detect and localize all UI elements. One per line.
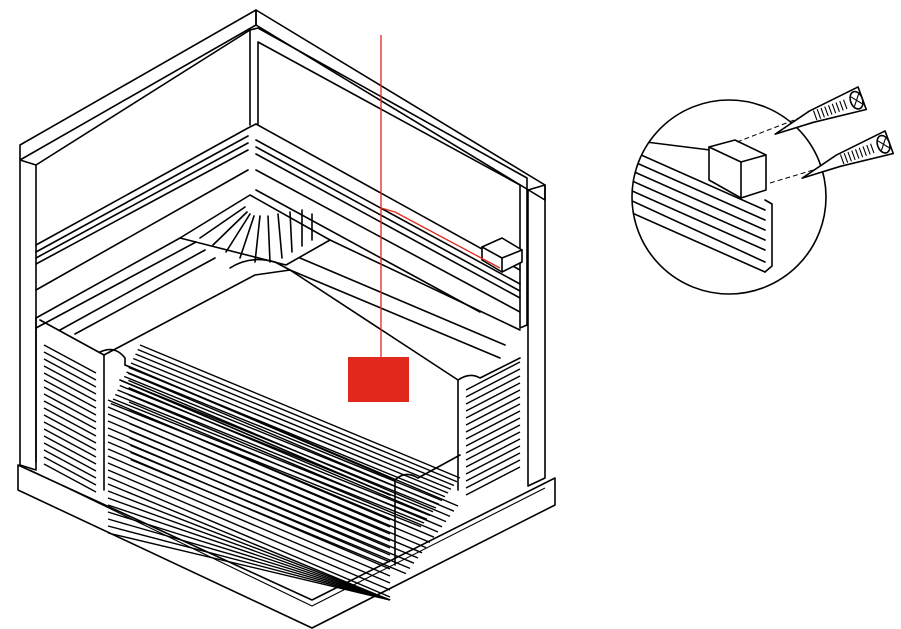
skirt-board	[465, 361, 521, 391]
right-bench-skirt	[465, 361, 521, 496]
lower-bench-edge	[124, 364, 396, 481]
detail-board-end	[764, 199, 773, 273]
lower-slat	[137, 348, 458, 483]
left-upper-frame	[35, 29, 251, 166]
left-bench-skirt	[43, 344, 97, 493]
skirt-board	[465, 382, 521, 412]
detail-circle	[631, 99, 827, 295]
screw-icon	[774, 86, 868, 135]
highlight-group	[348, 35, 501, 402]
skirt-board	[43, 386, 97, 416]
skirt-board	[465, 466, 521, 496]
floor-base-inner-line	[29, 469, 546, 607]
front-board	[107, 469, 391, 591]
skirt-board	[465, 375, 521, 405]
skirt-board	[43, 344, 97, 374]
front-board	[107, 441, 391, 563]
front-board	[107, 483, 391, 601]
screw-guide-line-1	[736, 111, 816, 143]
skirt-board	[43, 463, 97, 493]
skirt-board	[43, 449, 97, 479]
lower-slat	[135, 353, 455, 487]
sauna-corner-view	[17, 9, 556, 629]
lower-slat	[121, 380, 437, 509]
skirt-board	[43, 379, 97, 409]
front-board	[107, 511, 391, 601]
skirt-board	[43, 372, 97, 402]
front-board	[107, 399, 391, 521]
skirt-board	[43, 428, 97, 458]
front-board	[107, 455, 391, 577]
skirt-board	[465, 431, 521, 461]
skirt-board	[43, 442, 97, 472]
front-board	[107, 497, 391, 601]
skirt-board	[465, 452, 521, 482]
detail-mount-block	[708, 139, 767, 199]
screw-icon	[801, 130, 895, 179]
skirt-board	[43, 421, 97, 451]
detail-view	[631, 86, 895, 295]
front-board	[107, 490, 391, 601]
lower-slat	[126, 371, 443, 502]
upper-bench	[35, 237, 521, 359]
highlight-marker	[348, 357, 409, 402]
skirt-board	[465, 459, 521, 489]
lower-slat	[114, 393, 428, 520]
front-board	[107, 427, 391, 549]
lower-bench-edge-2	[119, 379, 391, 496]
leader-line-to-block	[380, 207, 501, 269]
left-wall-boards	[35, 123, 257, 291]
skirt-board	[43, 435, 97, 465]
front-board	[107, 532, 391, 601]
skirt-board	[465, 396, 521, 426]
skirt-board	[43, 407, 97, 437]
detail-wall-boards	[632, 149, 766, 273]
back-wall-inner-frame	[249, 27, 528, 329]
lower-slat	[112, 398, 425, 524]
lower-slat	[139, 344, 461, 479]
left-wall-frame	[19, 159, 37, 471]
front-board	[107, 525, 391, 601]
front-board	[107, 420, 391, 542]
lower-slat	[123, 375, 440, 505]
front-bench-skirt	[107, 399, 391, 601]
skirt-board	[465, 438, 521, 468]
skirt-board	[43, 456, 97, 486]
skirt-board	[465, 403, 521, 433]
skirt-board	[465, 410, 521, 440]
lower-slat	[117, 389, 431, 517]
floor-base	[17, 464, 556, 629]
corner-bench-fan	[179, 194, 331, 271]
lower-slat	[130, 362, 449, 494]
lower-slat	[110, 402, 422, 528]
skirt-board	[43, 365, 97, 395]
skirt-board	[465, 445, 521, 475]
lower-slat	[132, 357, 452, 490]
skirt-board	[465, 417, 521, 447]
front-board	[107, 434, 391, 556]
skirt-board	[465, 368, 521, 398]
front-board	[107, 462, 391, 584]
back-wall-boards	[255, 123, 521, 313]
skirt-board	[43, 393, 97, 423]
skirt-board	[43, 400, 97, 430]
skirt-board	[43, 358, 97, 388]
right-wall-frame	[527, 184, 546, 487]
front-board	[107, 476, 391, 598]
skirt-board	[465, 389, 521, 419]
front-board	[107, 448, 391, 570]
skirt-board	[465, 424, 521, 454]
front-board	[107, 413, 391, 535]
front-board	[107, 406, 391, 528]
bench-back-edge	[103, 269, 459, 381]
front-board	[107, 504, 391, 601]
left-wall-top	[19, 9, 257, 161]
front-board	[107, 518, 391, 601]
skirt-board	[43, 351, 97, 381]
skirt-board	[43, 414, 97, 444]
